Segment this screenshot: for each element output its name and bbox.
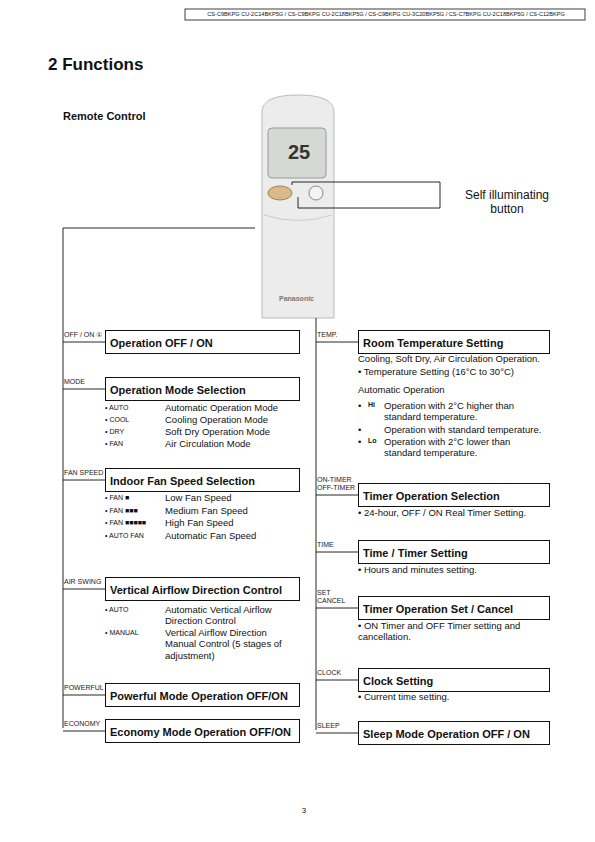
tick-line bbox=[63, 389, 105, 390]
label-text: • AUTO bbox=[105, 606, 163, 614]
label-text: Vertical Airflow Direction Manual Contro… bbox=[165, 627, 291, 661]
tick-line bbox=[63, 731, 105, 732]
box-title: Indoor Fan Speed Selection bbox=[110, 475, 255, 488]
label-text: Automatic Vertical Airflow Direction Con… bbox=[165, 604, 283, 627]
label-text: • Hours and minutes setting. bbox=[358, 564, 568, 575]
label-text: Medium Fan Speed bbox=[165, 505, 305, 516]
box-title: Time / Timer Setting bbox=[363, 547, 468, 560]
label-text: Self illuminating button bbox=[452, 188, 562, 217]
label-text: Cooling Operation Mode bbox=[165, 414, 305, 425]
tick-line bbox=[316, 495, 358, 496]
label-text: • bbox=[358, 400, 368, 411]
label-text: • AUTO FAN bbox=[105, 532, 145, 540]
label-text: • DRY bbox=[105, 428, 163, 436]
label-text: • FAN bbox=[105, 440, 163, 448]
label-text: Automatic Operation bbox=[358, 384, 568, 395]
page-number: 3 bbox=[294, 806, 314, 816]
function-box: TIMETime / Timer Setting bbox=[358, 540, 550, 564]
label-text: Remote Control bbox=[63, 110, 213, 123]
label-text: Cooling, Soft Dry, Air Circulation Opera… bbox=[358, 353, 568, 364]
label-text: • AUTO bbox=[105, 404, 163, 412]
label-text: • FAN ■■■■■ bbox=[105, 519, 165, 527]
label-text: • Temperature Setting (16°C to 30°C) bbox=[358, 366, 568, 377]
tick-line bbox=[316, 608, 358, 609]
button-key: OFF / ON ① bbox=[64, 331, 105, 339]
header-text: CS-C9BKPG CU-2C14BKP5G / CS-C9BKPG CU-2C… bbox=[188, 11, 584, 18]
button-key: SET CANCEL bbox=[317, 589, 358, 605]
label-text: • bbox=[358, 436, 368, 447]
bracket-line bbox=[63, 228, 255, 728]
box-title: Vertical Airflow Direction Control bbox=[110, 584, 282, 597]
label-text: • bbox=[358, 424, 368, 435]
function-box: TEMP.Room Temperature Setting bbox=[358, 330, 550, 354]
tick-line bbox=[316, 342, 358, 343]
leader-line bbox=[292, 182, 440, 208]
label-text: • 24-hour, OFF / ON Real Timer Setting. bbox=[358, 507, 568, 518]
remote-display bbox=[268, 128, 326, 178]
label-text: • FAN ■ bbox=[105, 494, 163, 502]
box-title: Operation OFF / ON bbox=[110, 337, 213, 350]
label-text: Automatic Fan Speed bbox=[165, 530, 305, 541]
function-box: FAN SPEEDIndoor Fan Speed Selection bbox=[105, 468, 300, 492]
function-box: OFF / ON ①Operation OFF / ON bbox=[105, 330, 300, 354]
bracket-line bbox=[316, 318, 317, 730]
function-box: ON-TIMER OFF-TIMERTimer Operation Select… bbox=[358, 483, 550, 507]
label-text: 25 bbox=[284, 140, 314, 164]
box-title: Operation Mode Selection bbox=[110, 384, 246, 397]
function-box: ECONOMYEconomy Mode Operation OFF/ON bbox=[105, 719, 300, 743]
function-box: SET CANCELTimer Operation Set / Cancel bbox=[358, 596, 550, 620]
box-title: Timer Operation Selection bbox=[363, 490, 500, 503]
label-text: • COOL bbox=[105, 416, 163, 424]
label-text: Panasonic bbox=[279, 295, 319, 303]
label-text: High Fan Speed bbox=[165, 517, 305, 528]
label-text: • Current time setting. bbox=[358, 691, 568, 702]
button-key: TIME bbox=[317, 541, 358, 549]
label-text: Operation with 2°C higher than standard … bbox=[384, 400, 540, 423]
button-key: CLOCK bbox=[317, 669, 358, 677]
tick-line bbox=[63, 589, 105, 590]
function-box: AIR SWINGVertical Airflow Direction Cont… bbox=[105, 577, 300, 601]
label-text: Low Fan Speed bbox=[165, 492, 305, 503]
tick-line bbox=[63, 342, 105, 343]
button-key: MODE bbox=[64, 378, 105, 386]
button-key: FAN SPEED bbox=[64, 469, 105, 477]
label-text: Air Circulation Mode bbox=[165, 438, 305, 449]
box-title: Powerful Mode Operation OFF/ON bbox=[110, 690, 288, 703]
self-illuminating-button bbox=[309, 186, 323, 200]
button-key: SLEEP bbox=[317, 722, 358, 730]
function-box: CLOCKClock Setting bbox=[358, 668, 550, 692]
button-key: ON-TIMER OFF-TIMER bbox=[317, 476, 358, 492]
tick-line bbox=[316, 680, 358, 681]
function-box: SLEEPSleep Mode Operation OFF / ON bbox=[358, 721, 550, 745]
box-title: Sleep Mode Operation OFF / ON bbox=[363, 728, 530, 741]
box-title: Timer Operation Set / Cancel bbox=[363, 603, 513, 616]
button-key: ECONOMY bbox=[64, 720, 105, 728]
tick-line bbox=[63, 695, 105, 696]
button-key: POWERFUL bbox=[64, 684, 105, 692]
button-key: AIR SWING bbox=[64, 578, 105, 586]
label-text: Automatic Operation Mode bbox=[165, 402, 305, 413]
label-text: • ON Timer and OFF Timer setting and can… bbox=[358, 620, 558, 643]
tick-line bbox=[316, 733, 358, 734]
function-box: MODEOperation Mode Selection bbox=[105, 377, 300, 401]
label-text: Lo bbox=[368, 437, 382, 445]
header-box bbox=[185, 9, 585, 20]
box-title: Room Temperature Setting bbox=[363, 337, 503, 350]
label-text: • FAN ■■■ bbox=[105, 507, 163, 515]
tick-line bbox=[316, 552, 358, 553]
page-title: 2 Functions bbox=[48, 55, 143, 75]
box-title: Clock Setting bbox=[363, 675, 433, 688]
off-on-button bbox=[268, 186, 292, 200]
label-text: Hi bbox=[368, 401, 382, 409]
label-text: Operation with 2°C lower than standard t… bbox=[384, 436, 540, 459]
box-title: Economy Mode Operation OFF/ON bbox=[110, 726, 291, 739]
label-text: Operation with standard temperature. bbox=[384, 424, 554, 435]
function-box: POWERFULPowerful Mode Operation OFF/ON bbox=[105, 683, 300, 707]
button-key: TEMP. bbox=[317, 331, 358, 339]
label-text: Soft Dry Operation Mode bbox=[165, 426, 305, 437]
tick-line bbox=[63, 480, 105, 481]
remote-lid-line bbox=[264, 215, 332, 221]
label-text: • MANUAL bbox=[105, 629, 163, 637]
